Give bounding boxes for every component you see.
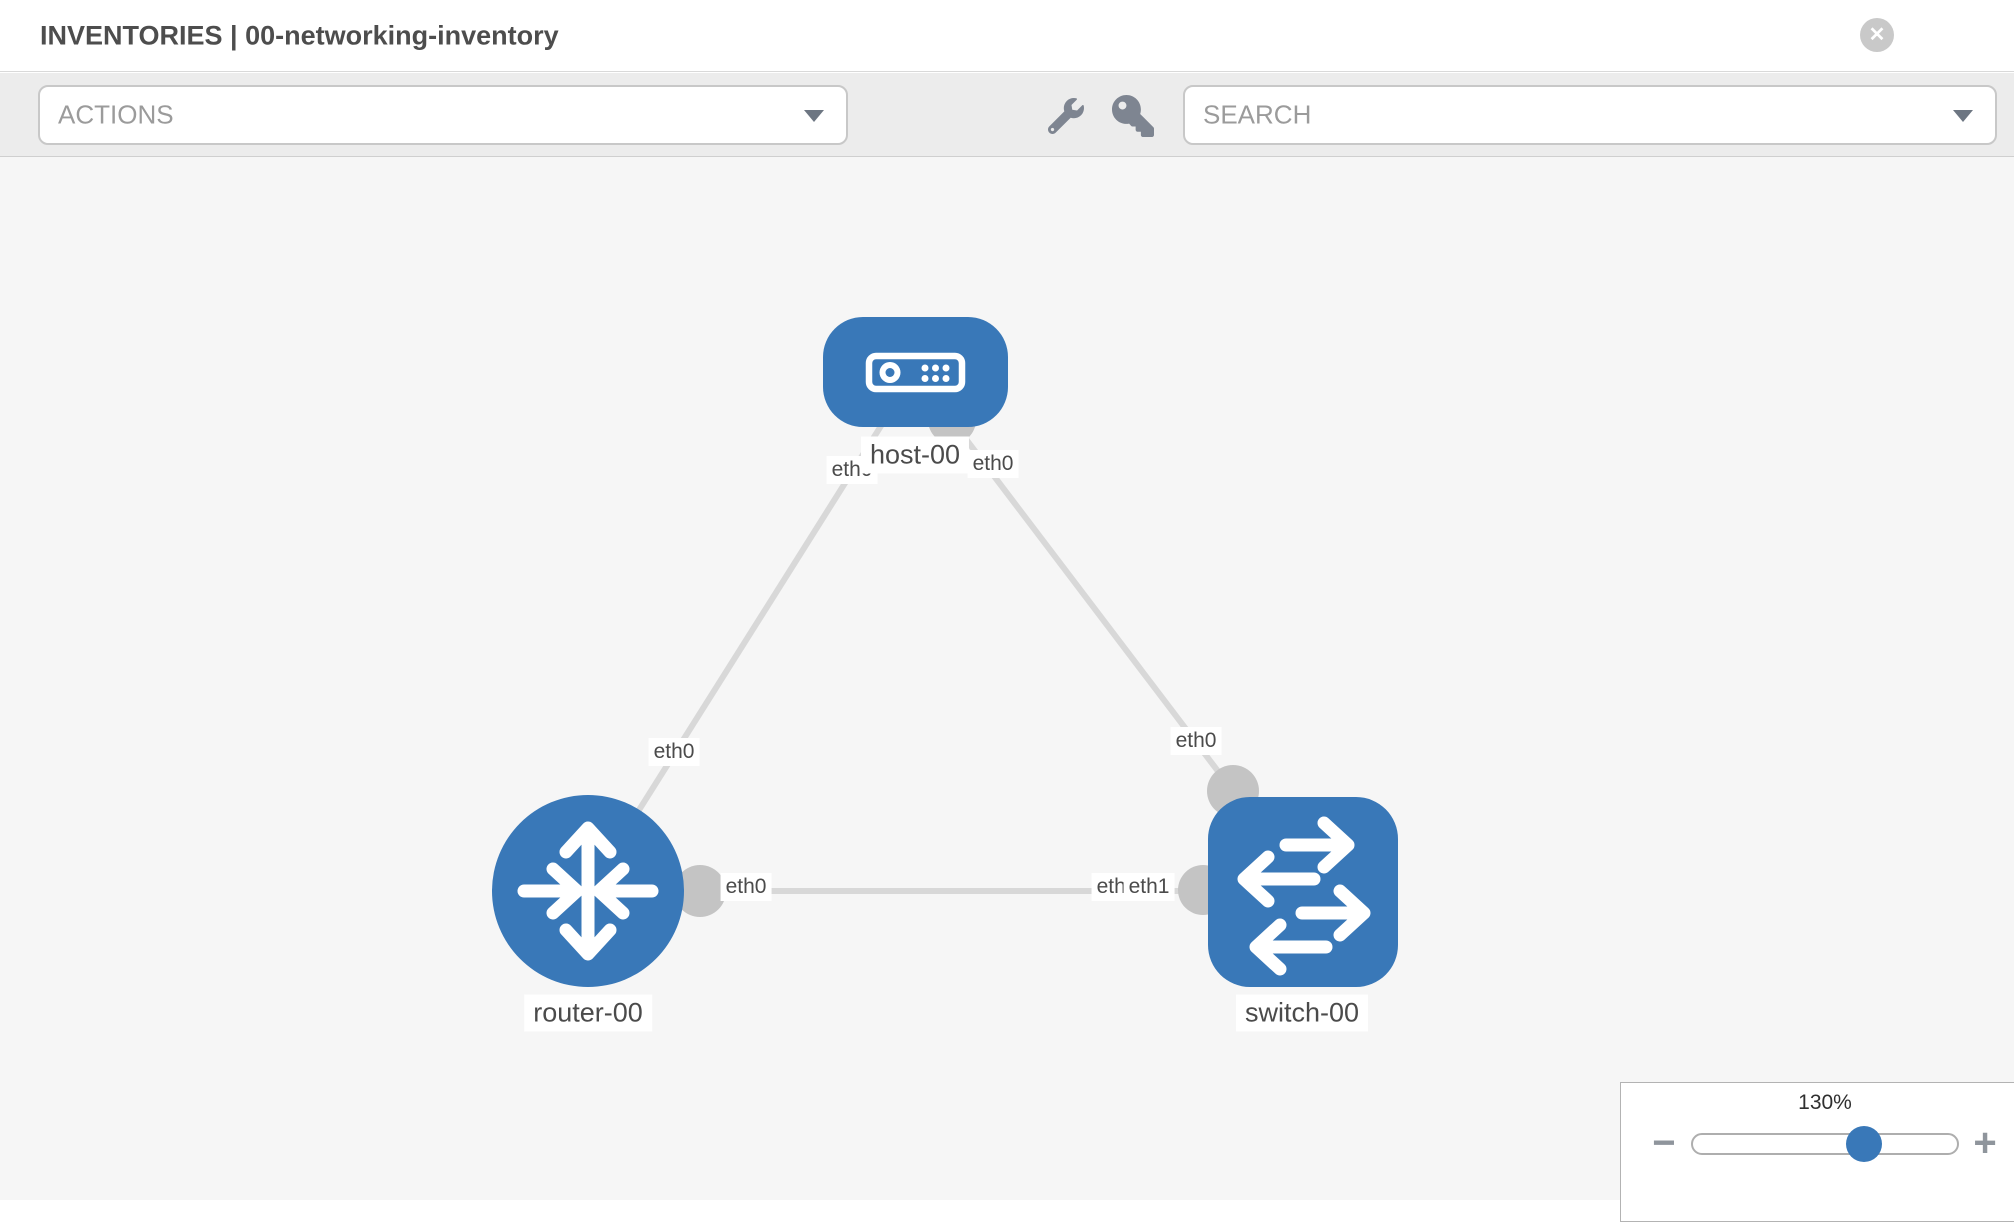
interface-label-host-eth0-right: eth0 <box>967 450 1019 478</box>
node-label-router: router-00 <box>524 994 652 1032</box>
router-icon <box>517 821 659 961</box>
close-icon: ✕ <box>1868 24 1886 46</box>
key-icon <box>1112 95 1154 137</box>
minus-icon: − <box>1652 1121 1676 1165</box>
zoom-slider-handle[interactable] <box>1846 1126 1882 1162</box>
configure-button[interactable] <box>1047 98 1084 139</box>
zoom-out-button[interactable]: − <box>1647 1123 1681 1163</box>
interface-label-router-link-eth0: eth0 <box>648 738 700 766</box>
zoom-slider-track[interactable] <box>1691 1133 1959 1155</box>
host-icon <box>865 352 966 393</box>
plus-icon: + <box>1973 1121 1997 1165</box>
interface-label-switch-link-eth0: eth0 <box>1170 727 1222 755</box>
connector-router-eth0 <box>674 865 726 917</box>
header: INVENTORIES | 00-networking-inventory ✕ <box>0 0 2014 72</box>
actions-dropdown-label: ACTIONS <box>58 99 174 130</box>
search-dropdown[interactable]: SEARCH <box>1183 85 1997 145</box>
page-title: INVENTORIES | 00-networking-inventory <box>40 20 559 50</box>
credentials-button[interactable] <box>1112 95 1154 142</box>
chevron-down-icon <box>804 110 824 122</box>
toolbar: ACTIONS SEARCH <box>0 73 2014 157</box>
search-placeholder: SEARCH <box>1203 99 1312 130</box>
node-label-host: host-00 <box>860 436 970 474</box>
node-switch[interactable] <box>1208 797 1398 987</box>
topology-canvas[interactable]: host-00 router-00 switch-00 eth0 eth0 et… <box>0 157 2014 1200</box>
chevron-down-icon <box>1953 110 1973 122</box>
actions-dropdown[interactable]: ACTIONS <box>38 85 848 145</box>
close-button[interactable]: ✕ <box>1860 18 1894 52</box>
node-router[interactable] <box>492 795 684 987</box>
node-label-switch: switch-00 <box>1235 994 1369 1032</box>
interface-label-switch-eth1: eth1 <box>1123 873 1175 901</box>
switch-icon <box>1237 816 1371 976</box>
node-host[interactable] <box>823 317 1008 427</box>
zoom-value: 130% <box>1798 1091 1852 1114</box>
zoom-in-button[interactable]: + <box>1967 1123 2003 1163</box>
zoom-panel: 130% − + <box>1620 1082 2014 1222</box>
wrench-icon <box>1047 98 1084 135</box>
interface-label-router-eth0: eth0 <box>720 873 772 901</box>
